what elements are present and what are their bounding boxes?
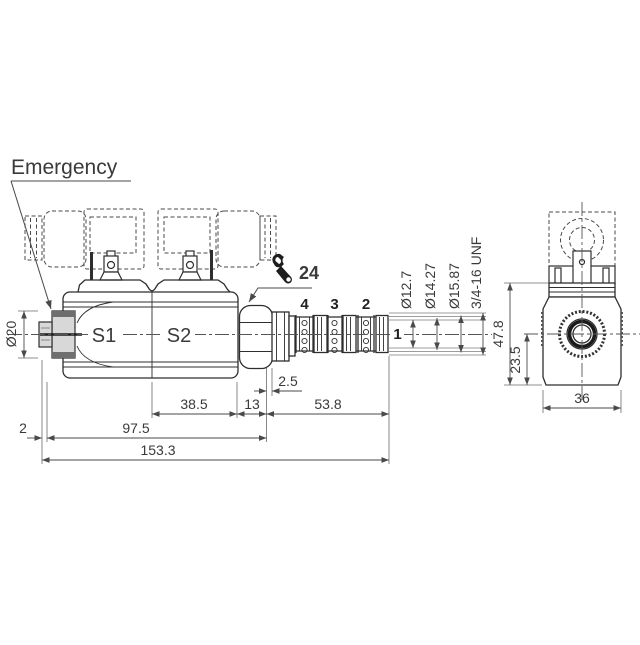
port-group-4 [295,315,314,354]
dimensions: Ø20 Ø12.7 Ø14.27 Ø15.87 3/4-16 UNF 2.5 [3,237,622,464]
solenoid-coil-1-phantom [24,208,145,270]
annotations: Emergency 24 S1 S2 4 3 2 1 [10,156,404,347]
emergency-label: Emergency [11,156,118,179]
seal-land-2 [342,314,357,354]
main-view [24,208,486,379]
tube-flanges [77,279,231,293]
dim-label-side-center-height: 23.5 [507,346,523,373]
port-group-2 [357,315,375,354]
dim-thread: 3/4-16 UNF [468,237,486,355]
cartridge-step [288,315,296,357]
dim-label-side-height: 47.8 [490,320,506,347]
port-group-3 [327,315,343,354]
side-view [541,202,623,402]
dim-label-dia-12-7: Ø12.7 [398,271,414,309]
emergency-leader [10,180,52,310]
dim-label-cartridge-length: 53.8 [314,396,341,412]
port-label-1: 1 [393,326,401,343]
dim-label-tube-length: 38.5 [180,396,207,412]
din-connector-1 [99,250,123,281]
solenoid-1-label: S1 [92,325,116,347]
wrench-leader [248,287,312,303]
override-boss-top [76,301,114,324]
dim-dia-14-27: Ø14.27 [422,263,440,350]
dim-knob-diameter: Ø20 [3,310,38,359]
cartridge-hex-nut [238,304,274,370]
wrench-size-label: 24 [299,263,319,283]
dim-side-center-height: 23.5 [507,334,530,385]
dim-side-width: 36 [542,390,622,413]
valve-body [62,291,239,379]
s1-mask [88,322,120,344]
cartridge-stem [295,314,389,354]
coil1-retaining-nut [24,215,43,261]
coil2-retaining-nut [259,215,277,261]
dim-label-body-length: 97.5 [122,420,149,436]
dim-label-side-width: 36 [574,390,590,406]
dim-label-thread: 3/4-16 UNF [468,237,484,309]
coil1-label-window [89,216,137,254]
override-boss-bottom [76,345,114,368]
port-label-2: 2 [362,296,370,313]
dim-side-height: 47.8 [490,282,548,386]
seal-land-1 [313,314,328,354]
port-label-4: 4 [300,296,309,313]
dim-collar-width: 2.5 [254,368,302,396]
solenoid-2-label: S2 [167,325,191,347]
coil1-round-body [43,210,87,268]
dim-label-collar-width: 2.5 [278,373,298,389]
dim-label-dia-14-27: Ø14.27 [422,263,438,309]
port-label-3: 3 [330,296,338,313]
dim-row-1: 38.5 13 53.8 [151,356,390,464]
solenoid-coil-2-phantom [157,208,277,270]
dim-label-dia-15-87: Ø15.87 [446,263,462,309]
dim-label-knob-offset: 2 [19,420,27,436]
dim-label-knob-diameter: Ø20 [3,321,19,348]
coil2-label-window [163,216,211,254]
dim-dia-15-87: Ø15.87 [446,263,464,353]
dim-dia-12-7: Ø12.7 [398,271,416,348]
dim-row-2: 2 97.5 [19,360,267,464]
dim-label-total-length: 153.3 [140,442,175,458]
cartridge-collar [271,311,296,362]
port-1-mask [391,326,404,341]
din-connector-2 [178,250,202,281]
wrench-icon [272,253,292,284]
coil2-round-body [215,210,261,268]
nose-seal-land [375,314,389,354]
dim-row-3: 153.3 [42,442,389,463]
s2-mask [163,322,195,344]
dim-label-hex-length: 13 [244,396,260,412]
